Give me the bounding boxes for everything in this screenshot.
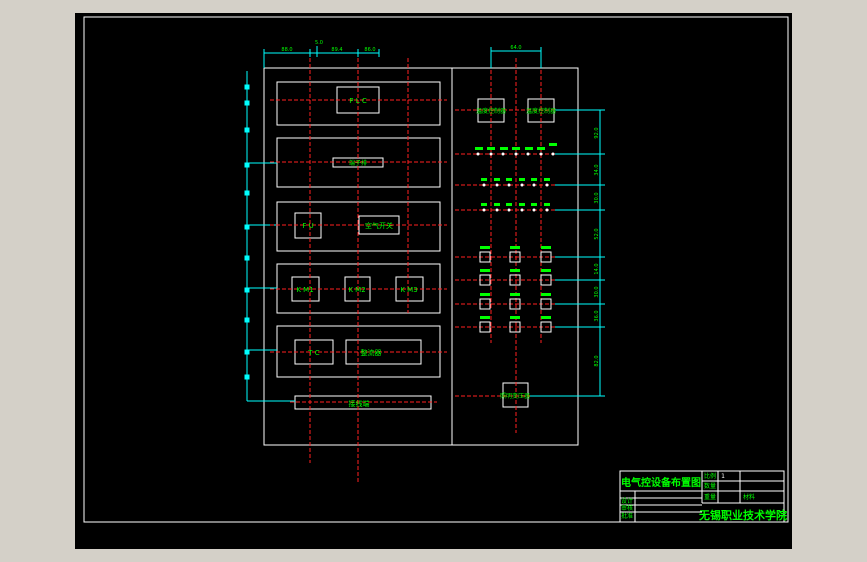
dim-top-right: 64.0	[510, 45, 521, 51]
electrical-layout-drawing: P L C 端子排 F U 空气开关 K M1 K M2 K M3 T C 整流…	[83, 16, 789, 523]
title-block-row-3: 批准	[621, 512, 633, 520]
label-km2: K M2	[348, 286, 365, 294]
dim-right-6: 30.0	[594, 286, 600, 297]
label-km1: K M1	[296, 286, 313, 294]
title-block-row-2: 审核	[621, 504, 633, 512]
title-block-label-material: 材料	[743, 493, 755, 501]
label-air-switch: 空气开关	[365, 221, 393, 230]
small-green-labels	[475, 143, 557, 319]
button-squares	[479, 251, 552, 333]
label-temp-controller-1: 温度控制器	[476, 107, 506, 115]
label-terminal-strip: 端子排	[349, 159, 367, 167]
indicator-lights	[476, 152, 555, 212]
dim-right-5: 14.0	[594, 263, 600, 274]
dim-right-4: 52.0	[594, 228, 600, 239]
dim-right-7: 36.0	[594, 310, 600, 321]
label-tc: T C	[307, 349, 320, 357]
label-km3: K M3	[400, 286, 417, 294]
title-block-label-weight: 重量	[704, 493, 716, 501]
cad-viewport[interactable]: P L C 端子排 F U 空气开关 K M1 K M2 K M3 T C 整流…	[75, 13, 792, 549]
title-block-school: 无锡职业技术学院	[698, 508, 787, 522]
label-plc: P L C	[349, 97, 367, 105]
left-centerlines	[270, 58, 447, 483]
title-block-label-qty: 数量	[704, 482, 716, 490]
dim-top-left-a: 88.0	[281, 47, 292, 53]
dim-right-2: 34.0	[594, 164, 600, 175]
dim-right-1: 92.0	[594, 127, 600, 138]
title-block-label-scale: 比例	[704, 472, 716, 480]
label-temp-controller-2: 温度控制器	[526, 107, 556, 115]
left-rail	[244, 71, 295, 402]
dim-top-left-b: 5.0	[315, 40, 323, 46]
drawing-border	[83, 16, 789, 523]
top-right-dimension	[490, 47, 542, 68]
dim-right-8: 82.0	[594, 355, 600, 366]
label-rectifier: 整流器	[361, 348, 382, 357]
title-block-title: 电气控设备布置图	[621, 476, 701, 489]
top-left-dimensions	[263, 46, 380, 68]
dim-top-left-c: 89.4	[331, 47, 342, 53]
label-lamp-box: 照明变压器	[500, 392, 530, 400]
label-bottom-strip: 接线端	[349, 399, 370, 408]
title-block-scale-value: 1	[721, 473, 725, 480]
right-centerlines	[455, 58, 575, 433]
title-block-row-1: 设计	[621, 497, 633, 505]
dim-right-3: 30.0	[594, 192, 600, 203]
right-dimensions	[530, 109, 605, 397]
dim-top-left-d: 86.0	[364, 47, 375, 53]
label-fu: F U	[302, 222, 313, 230]
title-block	[619, 470, 785, 523]
